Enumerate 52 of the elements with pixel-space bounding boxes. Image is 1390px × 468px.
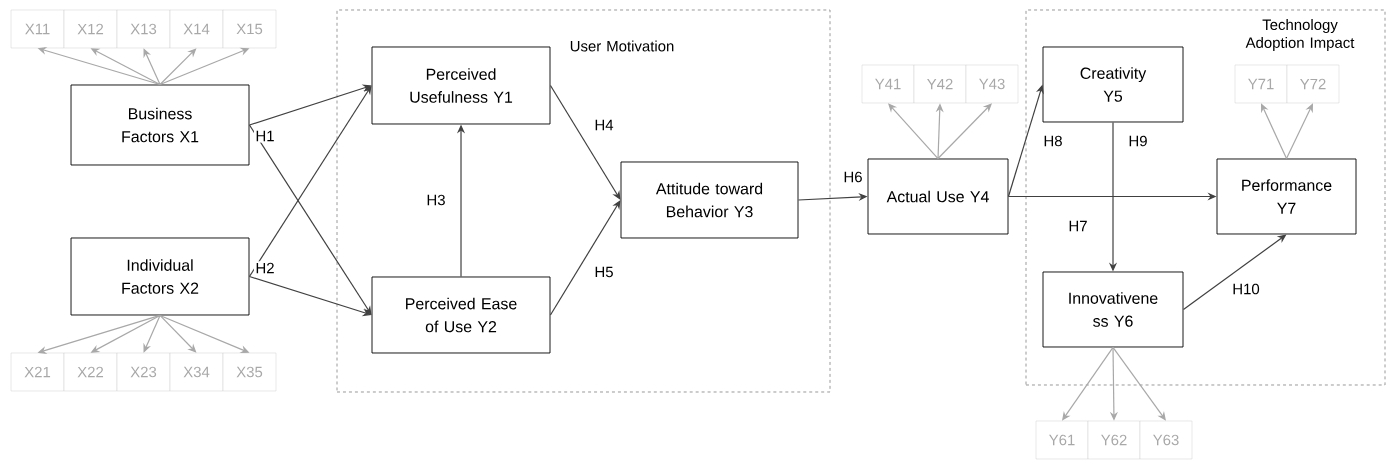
hypothesis-label: H5 bbox=[592, 265, 616, 279]
indicator-box: X12 bbox=[63, 9, 118, 49]
hypothesis-label: H8 bbox=[1041, 134, 1065, 148]
hypothesis-label: H9 bbox=[1126, 134, 1150, 148]
hypothesis-label: H7 bbox=[1066, 219, 1090, 233]
hypothesis-label: H1 bbox=[253, 129, 277, 143]
indicator-box: X15 bbox=[222, 9, 277, 49]
indicator-box: X11 bbox=[10, 9, 65, 49]
hypothesis-label: H6 bbox=[841, 170, 865, 184]
indicator-box: Y43 bbox=[965, 64, 1019, 104]
construct-box: Performance Y7 bbox=[1216, 158, 1357, 235]
construct-box: Perceived Usefulness Y1 bbox=[371, 46, 551, 125]
construct-box: Innovativene ss Y6 bbox=[1042, 271, 1184, 348]
path-arrow bbox=[549, 84, 621, 200]
indicator-box: X21 bbox=[10, 352, 65, 392]
indicator-arrow bbox=[1112, 346, 1166, 421]
indicator-box: Y72 bbox=[1286, 64, 1340, 104]
indicator-arrow bbox=[1261, 103, 1288, 160]
construct-box: Perceived Ease of Use Y2 bbox=[371, 276, 551, 354]
indicator-box: X14 bbox=[169, 9, 224, 49]
hypothesis-label: H3 bbox=[424, 193, 448, 207]
indicator-arrow bbox=[143, 314, 161, 353]
construct-box: Business Factors X1 bbox=[70, 84, 250, 166]
indicator-box: X34 bbox=[169, 352, 224, 392]
indicator-arrow bbox=[143, 48, 161, 86]
indicator-box: X35 bbox=[222, 352, 277, 392]
path-arrow bbox=[549, 200, 621, 316]
indicator-box: X13 bbox=[116, 9, 171, 49]
indicator-arrow bbox=[159, 48, 197, 86]
group-heading: Technology Adoption Impact bbox=[1245, 19, 1355, 51]
construct-box: Creativity Y5 bbox=[1042, 46, 1184, 123]
indicator-box: Y42 bbox=[913, 64, 967, 104]
indicator-box: X22 bbox=[63, 352, 118, 392]
hypothesis-label: H10 bbox=[1230, 282, 1262, 296]
indicator-box: X23 bbox=[116, 352, 171, 392]
construct-box: Actual Use Y4 bbox=[867, 158, 1009, 235]
indicator-box: Y62 bbox=[1087, 420, 1141, 460]
indicator-box: Y63 bbox=[1139, 420, 1193, 460]
indicator-box: Y61 bbox=[1035, 420, 1089, 460]
hypothesis-label: H4 bbox=[592, 118, 616, 132]
hypothesis-label: H2 bbox=[253, 261, 277, 275]
construct-box: Attitude toward Behavior Y3 bbox=[620, 161, 799, 239]
group-heading: User Motivation bbox=[570, 40, 674, 52]
path-arrow bbox=[248, 124, 372, 315]
indicator-arrow bbox=[937, 103, 992, 160]
indicator-arrow bbox=[1062, 346, 1114, 421]
construct-box: Individual Factors X2 bbox=[70, 237, 250, 316]
indicator-box: Y41 bbox=[861, 64, 915, 104]
indicator-box: Y71 bbox=[1234, 64, 1288, 104]
indicator-arrow bbox=[1285, 103, 1313, 160]
indicator-arrow bbox=[888, 103, 939, 160]
indicator-arrow bbox=[159, 314, 197, 353]
